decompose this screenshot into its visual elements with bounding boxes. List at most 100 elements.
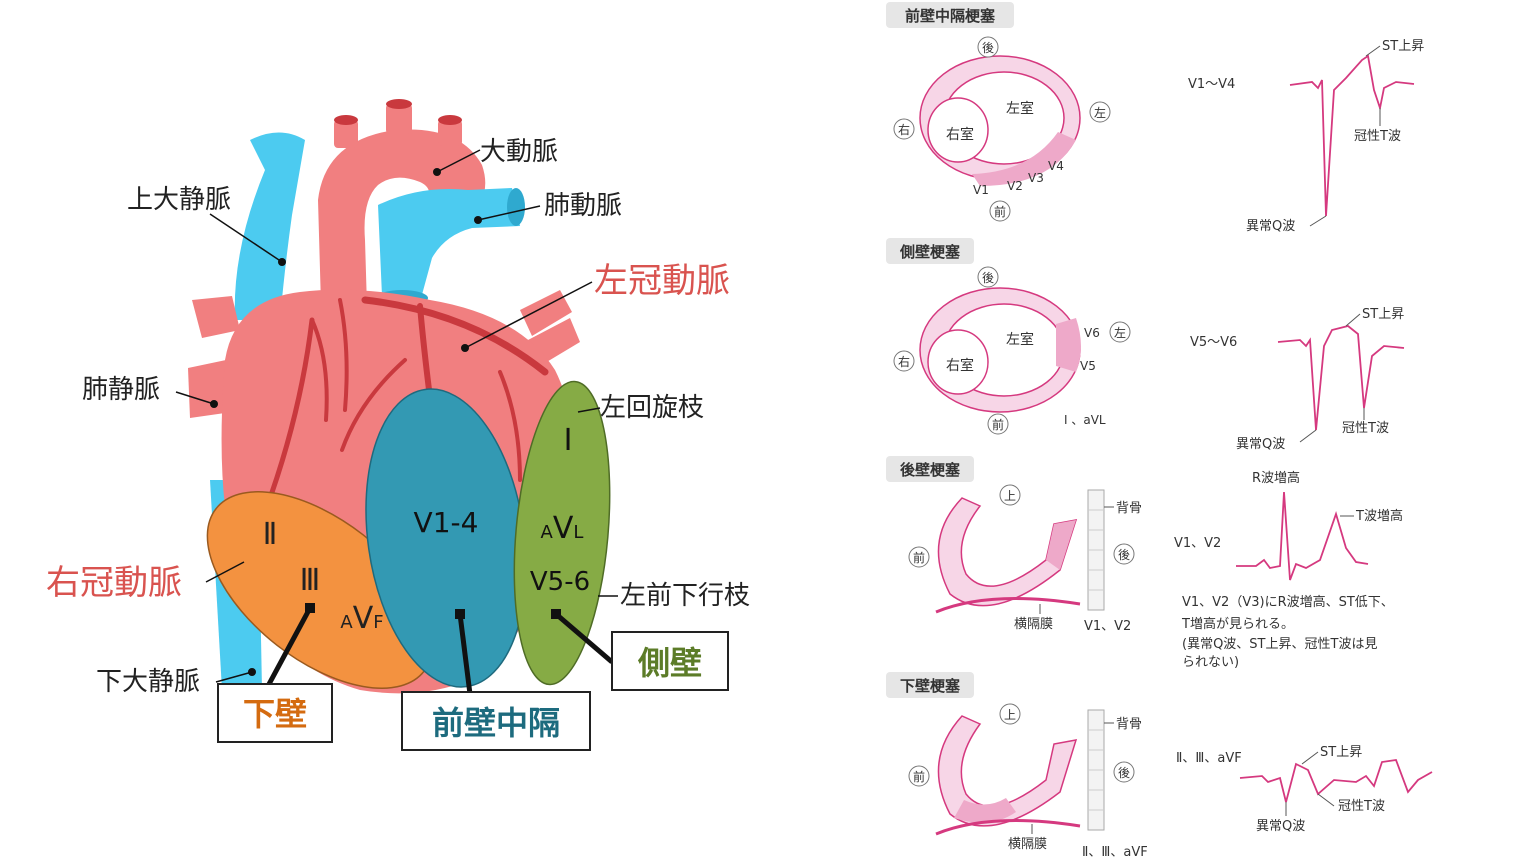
- panel-anteroseptal: 前壁中隔梗塞 左室 右室 後 右 左 前 V1 V2 V3 V4 V1～V4 S…: [886, 2, 1424, 234]
- panel-3-title: 後壁梗塞: [899, 461, 961, 479]
- label-aorta: 大動脈: [480, 137, 558, 167]
- panel-2-pos-left: 左: [1114, 325, 1126, 340]
- panel-4-ecg-trace: [1239, 759, 1433, 803]
- panel-2-q-label: 異常Q波: [1236, 437, 1285, 452]
- panel-3-pos-back: 後: [1118, 548, 1130, 562]
- lateral-box: [611, 631, 729, 691]
- anteroseptal-box-label: 前壁中隔: [432, 704, 560, 742]
- panel-1-pos-left: 左: [1094, 105, 1106, 120]
- pulmonary-vein-stub-lower: [188, 360, 232, 418]
- panel-2-ecg-leads: V5～V6: [1190, 335, 1237, 350]
- aortic-branch-1: [334, 120, 358, 148]
- panel-2-pos-right: 右: [898, 354, 910, 369]
- inferior-lead-3: Ⅲ: [300, 563, 321, 598]
- panel-1-ecg-leads: V1～V4: [1188, 77, 1235, 92]
- aortic-arch: [318, 129, 486, 340]
- panel-3-diaphragm: 横隔膜: [1014, 617, 1053, 632]
- label-right-coronary-artery: 右冠動脈: [46, 563, 182, 603]
- panel-2-lv: 左室: [1006, 331, 1034, 348]
- anteroseptal-lead-v1-4: V1-4: [414, 506, 479, 539]
- panel-1-lead-v2: V2: [1007, 179, 1023, 193]
- panel-4-q-label: 異常Q波: [1256, 819, 1305, 834]
- panel-1-pos-right: 右: [898, 122, 910, 137]
- panel-4-spine: 背骨: [1116, 717, 1142, 732]
- panel-1-title: 前壁中隔梗塞: [905, 7, 996, 25]
- heart-illustration: Ⅱ Ⅲ AVF V1-4 I AVL V5-6: [46, 99, 750, 751]
- inferior-box-label: 下壁: [243, 695, 307, 733]
- panel-lateral: 側壁梗塞 左室 右室 後 右 左 前 V6 V5 I 、aVL V5～V6 ST…: [886, 238, 1404, 452]
- lateral-zone: [513, 380, 611, 686]
- panel-3-spine: 背骨: [1116, 501, 1142, 516]
- panel-4-pos-up: 上: [1004, 708, 1016, 722]
- label-left-circumflex: 左回旋枝: [600, 393, 704, 423]
- panel-2-ecg-trace: [1277, 325, 1405, 431]
- anteroseptal-box: [401, 691, 591, 751]
- panel-2-pos-front: 前: [992, 417, 1004, 432]
- panel-3-pos-up: 上: [1004, 489, 1016, 503]
- inferior-lead-2: Ⅱ: [263, 517, 278, 552]
- panel-3-pos-front: 前: [913, 550, 925, 565]
- right-panels: 前壁中隔梗塞 左室 右室 後 右 左 前 V1 V2 V3 V4 V1～V4 S…: [886, 2, 1433, 860]
- panel-2-t-label: 冠性T波: [1342, 421, 1389, 436]
- panel-2-st-label: ST上昇: [1362, 307, 1404, 322]
- lateral-box-label: 側壁: [637, 644, 702, 682]
- panel-1-t-label: 冠性T波: [1354, 129, 1401, 144]
- panel-3-r-label: R波増高: [1252, 470, 1300, 486]
- label-pulmonary-vein: 肺静脈: [82, 375, 160, 405]
- panel-4-diaphragm: 横隔膜: [1008, 837, 1047, 852]
- panel-4-title: 下壁梗塞: [900, 677, 961, 695]
- superior-vena-cava-vessel: [234, 132, 305, 320]
- panel-4-bottom-leads: Ⅱ、Ⅲ、aVF: [1082, 845, 1148, 860]
- label-superior-vena-cava: 上大静脈: [127, 185, 231, 215]
- panel-3-note-4: られない): [1182, 655, 1239, 670]
- panel-1-lead-v1: V1: [973, 183, 989, 197]
- label-left-coronary-artery: 左冠動脈: [594, 261, 730, 301]
- inferior-box: [217, 683, 333, 743]
- panel-1-pos-back: 後: [982, 41, 994, 55]
- panel-4-ecg-leads: Ⅱ、Ⅲ、aVF: [1176, 751, 1242, 766]
- label-pulmonary-artery: 肺動脈: [544, 191, 622, 221]
- panel-2-rv: 右室: [946, 357, 974, 374]
- panel-1-lv: 左室: [1006, 100, 1034, 117]
- panel-2-lead-v6: V6: [1084, 326, 1100, 340]
- label-inferior-vena-cava: 下大静脈: [96, 667, 200, 697]
- lateral-lead-v5-6: V5-6: [530, 567, 590, 597]
- panel-4-st-label: ST上昇: [1320, 745, 1362, 760]
- aortic-branch-2: [386, 104, 412, 134]
- panel-3-note-3: (異常Q波、ST上昇、冠性T波は見: [1182, 637, 1377, 652]
- panel-3-t-label: T波増高: [1355, 508, 1403, 524]
- panel-2-pos-back: 後: [982, 271, 994, 285]
- leader-dots: [210, 168, 482, 676]
- panel-3-ecg-trace: [1236, 491, 1369, 581]
- lateral-lead-avl: AVL: [541, 511, 584, 546]
- leader-lines: [175, 149, 618, 683]
- zone-pointers: [265, 606, 614, 695]
- panel-3-note-2: T増高が見られる。: [1181, 616, 1294, 632]
- panel-1-q-label: 異常Q波: [1246, 219, 1295, 234]
- panel-4-pos-front: 前: [913, 769, 925, 784]
- pulmonary-artery-vessel: [378, 188, 520, 302]
- panel-1-pos-front: 前: [994, 204, 1006, 219]
- panel-1-rv: 右室: [946, 126, 974, 143]
- panel-2-title: 側壁梗塞: [899, 243, 961, 261]
- inferior-lead-avf: AVF: [340, 601, 383, 636]
- panel-2-limb-leads: I 、aVL: [1064, 413, 1106, 427]
- panel-4-t-label: 冠性T波: [1338, 799, 1385, 814]
- aortic-branch-3: [438, 120, 462, 146]
- panel-3-bottom-leads: V1、V2: [1084, 619, 1131, 634]
- pulmonary-vein-stub-upper: [192, 296, 240, 338]
- panel-3-note-1: V1、V2（V3)にR波増高、ST低下、: [1182, 594, 1394, 610]
- panel-1-st-label: ST上昇: [1382, 39, 1424, 54]
- panel-inferior: 下壁梗塞 上 前 後 背骨 横隔膜 Ⅱ、Ⅲ、aVF Ⅱ、Ⅲ、a: [886, 672, 1433, 860]
- panel-1-lead-v4: V4: [1048, 159, 1064, 173]
- lateral-lead-i: I: [564, 423, 573, 458]
- panel-3-ecg-leads: V1、V2: [1174, 536, 1221, 551]
- left-pulmonary-vein-upper: [520, 290, 572, 336]
- label-left-anterior-descending: 左前下行枝: [620, 581, 750, 611]
- panel-1-lead-v3: V3: [1028, 171, 1044, 185]
- panel-posterior: 後壁梗塞 上 前 後 背骨 横隔膜 V1、V2 V1、V2: [886, 456, 1403, 670]
- panel-2-lead-v5: V5: [1080, 359, 1096, 373]
- panel-1-ecg-trace: [1289, 54, 1415, 217]
- panel-4-pos-back: 後: [1118, 766, 1130, 780]
